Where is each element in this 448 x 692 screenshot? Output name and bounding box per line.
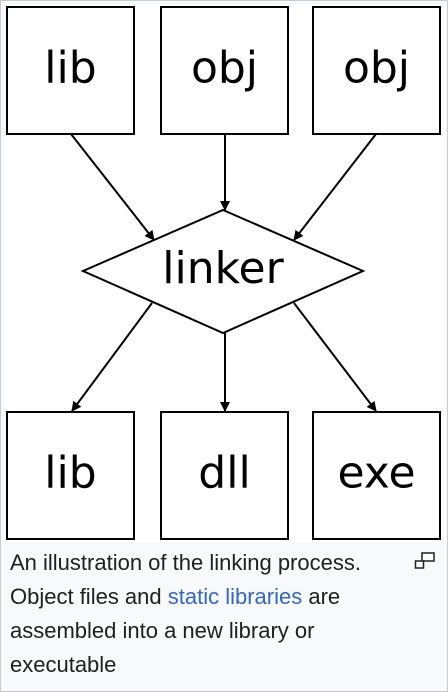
node-box-output-dll [160,411,289,540]
caption-text-end: are assembled into a new library or exec… [10,584,341,677]
magnify-clip-icon-svg [414,552,435,569]
node-label-input-lib: lib [44,43,96,94]
node-label-output-dll: dll [198,448,250,499]
node-label-input-obj-2: obj [343,43,410,94]
magnify-clip-icon[interactable] [414,552,436,570]
node-label-output-lib: lib [44,448,96,499]
node-label-input-obj-1: obj [191,43,258,94]
arrow-lib-to-linker [70,133,155,241]
linker-diagram-svg: lib obj obj linker lib dll exe [6,6,441,540]
caption-text-start: An illustration of the linking process. … [10,550,361,609]
node-box-output-exe [312,411,441,540]
arrow-linker-to-lib [71,302,153,412]
figure-caption: An illustration of the linking process. … [10,546,410,682]
node-box-output-lib [6,411,135,540]
static-libraries-link[interactable]: static libraries [167,584,303,609]
arrow-obj2-to-linker [293,133,377,241]
node-box-input-lib [6,6,135,135]
linker-diagram[interactable]: lib obj obj linker lib dll exe [4,4,446,542]
arrow-linker-to-exe [293,302,377,412]
node-box-input-obj-2 [312,6,441,135]
node-box-input-obj-1 [160,6,289,135]
node-label-linker: linker [162,243,284,294]
node-label-output-exe: exe [337,448,415,499]
